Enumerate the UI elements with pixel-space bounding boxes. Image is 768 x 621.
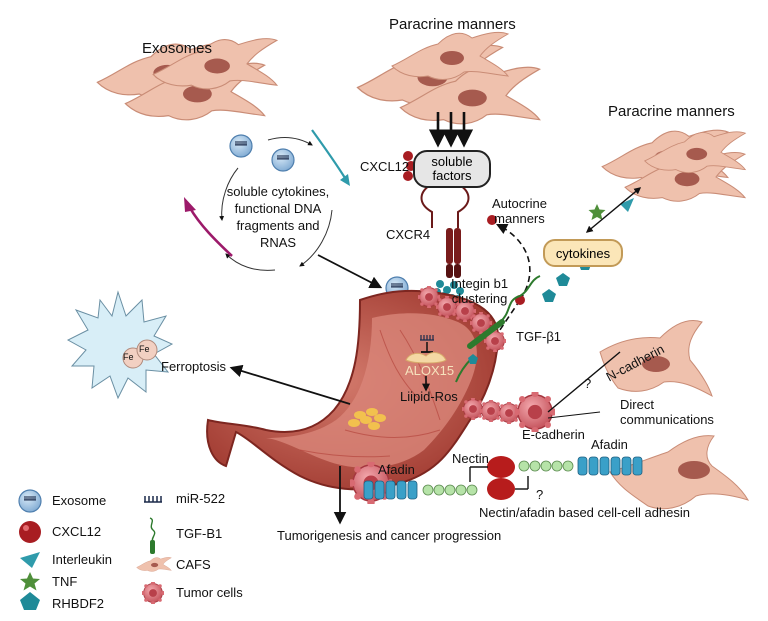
caf-cluster-paracrine-top: [356, 31, 541, 125]
afadin-right-label: Afadin: [591, 437, 628, 452]
legend-tgf-label: TGF-B1: [176, 526, 223, 541]
legend-cafs-icon: [136, 557, 172, 572]
legend-tgf-icon: [149, 517, 156, 554]
legend-mir522-icon: [144, 496, 162, 503]
legend-cafs-label: CAFS: [176, 557, 211, 572]
tumorigenesis-label: Tumorigenesis and cancer progression: [277, 528, 502, 543]
exosome-cycle-1: [229, 134, 253, 158]
fe-label-1: Fe: [123, 352, 134, 362]
n-cadherin-line: [547, 351, 621, 413]
caf-cell-n-cadherin: [599, 320, 713, 398]
cytokines-box: cytokines: [543, 239, 623, 267]
soluble-line1: soluble: [431, 154, 473, 170]
cxcr4-label: CXCR4: [386, 227, 431, 242]
afadin-left-label: Afadin: [378, 462, 415, 477]
cycle-to-stomach-arrow: [317, 254, 383, 289]
ferroptosis-cell: [66, 290, 174, 400]
legend-rhbdf2-icon: [20, 592, 40, 610]
paracrine-arrows: [428, 112, 474, 148]
tnf-star: [588, 204, 606, 220]
fe-label-2: Fe: [139, 344, 150, 354]
legend-exosome-icon: [18, 489, 42, 513]
cytokines-label: cytokines: [555, 245, 611, 261]
lipid-ros-label: Liipid-Ros: [400, 389, 458, 404]
legend-exosome-label: Exosome: [52, 493, 107, 508]
alox15-shape: [405, 352, 447, 364]
legend-cxcl12-label: CXCL12: [52, 524, 102, 539]
cxcl12-label: CXCL12: [360, 159, 410, 174]
legend-interleukin-label: Interleukin: [52, 552, 112, 567]
cycle-text: soluble cytokines, functional DNA fragme…: [226, 184, 330, 250]
alox15-label: ALOX15: [405, 363, 455, 378]
exosomes-label: Exosomes: [142, 40, 213, 57]
integrin-label: Integin b1 clustering: [451, 276, 509, 306]
exosome-cycle-2: [271, 148, 295, 172]
caf-cluster-paracrine-right: [601, 129, 746, 202]
soluble-factors-box: soluble factors: [413, 150, 491, 188]
legend-mir522-label: miR-522: [176, 491, 226, 506]
legend-tumor-label: Tumor cells: [176, 585, 243, 600]
nectin-label: Nectin: [452, 451, 489, 466]
cytokine-double-arrow: [585, 187, 642, 233]
nectin-afadin-complex: [363, 456, 643, 500]
ferroptosis-label: Ferroptosis: [161, 359, 227, 374]
exosome-cycle: [184, 129, 350, 271]
autocrine-cxcl12: [487, 215, 497, 225]
paracrine-top-label: Paracrine manners: [389, 16, 516, 33]
legend-tumor-icon: [142, 582, 164, 604]
legend-cxcl12-icon: [19, 521, 41, 543]
autocrine-label: Autocrine manners: [492, 196, 547, 226]
mir522-in-stomach: [420, 335, 434, 353]
e-cadherin-label: E-cadherin: [522, 427, 585, 442]
soluble-line2: factors: [432, 168, 472, 183]
ferroptosis-arrow: [229, 364, 351, 405]
magenta-arrow: [188, 207, 233, 257]
legend-tnf-icon: [20, 572, 40, 591]
cxcr4-receptor: [420, 183, 470, 278]
paracrine-right-label: Paracrine manners: [608, 103, 735, 120]
interleukin-shape: [620, 198, 634, 212]
question-mark-1: ?: [584, 376, 592, 391]
legend-interleukin-icon: [20, 552, 40, 568]
direct-communication-line: [547, 411, 601, 419]
legend-rhbdf2-label: RHBDF2: [52, 596, 105, 611]
caf-cell-nectin: [609, 435, 750, 510]
tgf-label: TGF-β1: [516, 329, 562, 344]
question-mark-2: ?: [536, 487, 544, 502]
direct-communications-label: Direct communications: [620, 397, 714, 427]
nectin-afadin-label: Nectin/afadin based cell-cell adhesin: [479, 505, 691, 520]
teal-arrow: [311, 129, 346, 179]
legend-tnf-label: TNF: [52, 574, 78, 589]
